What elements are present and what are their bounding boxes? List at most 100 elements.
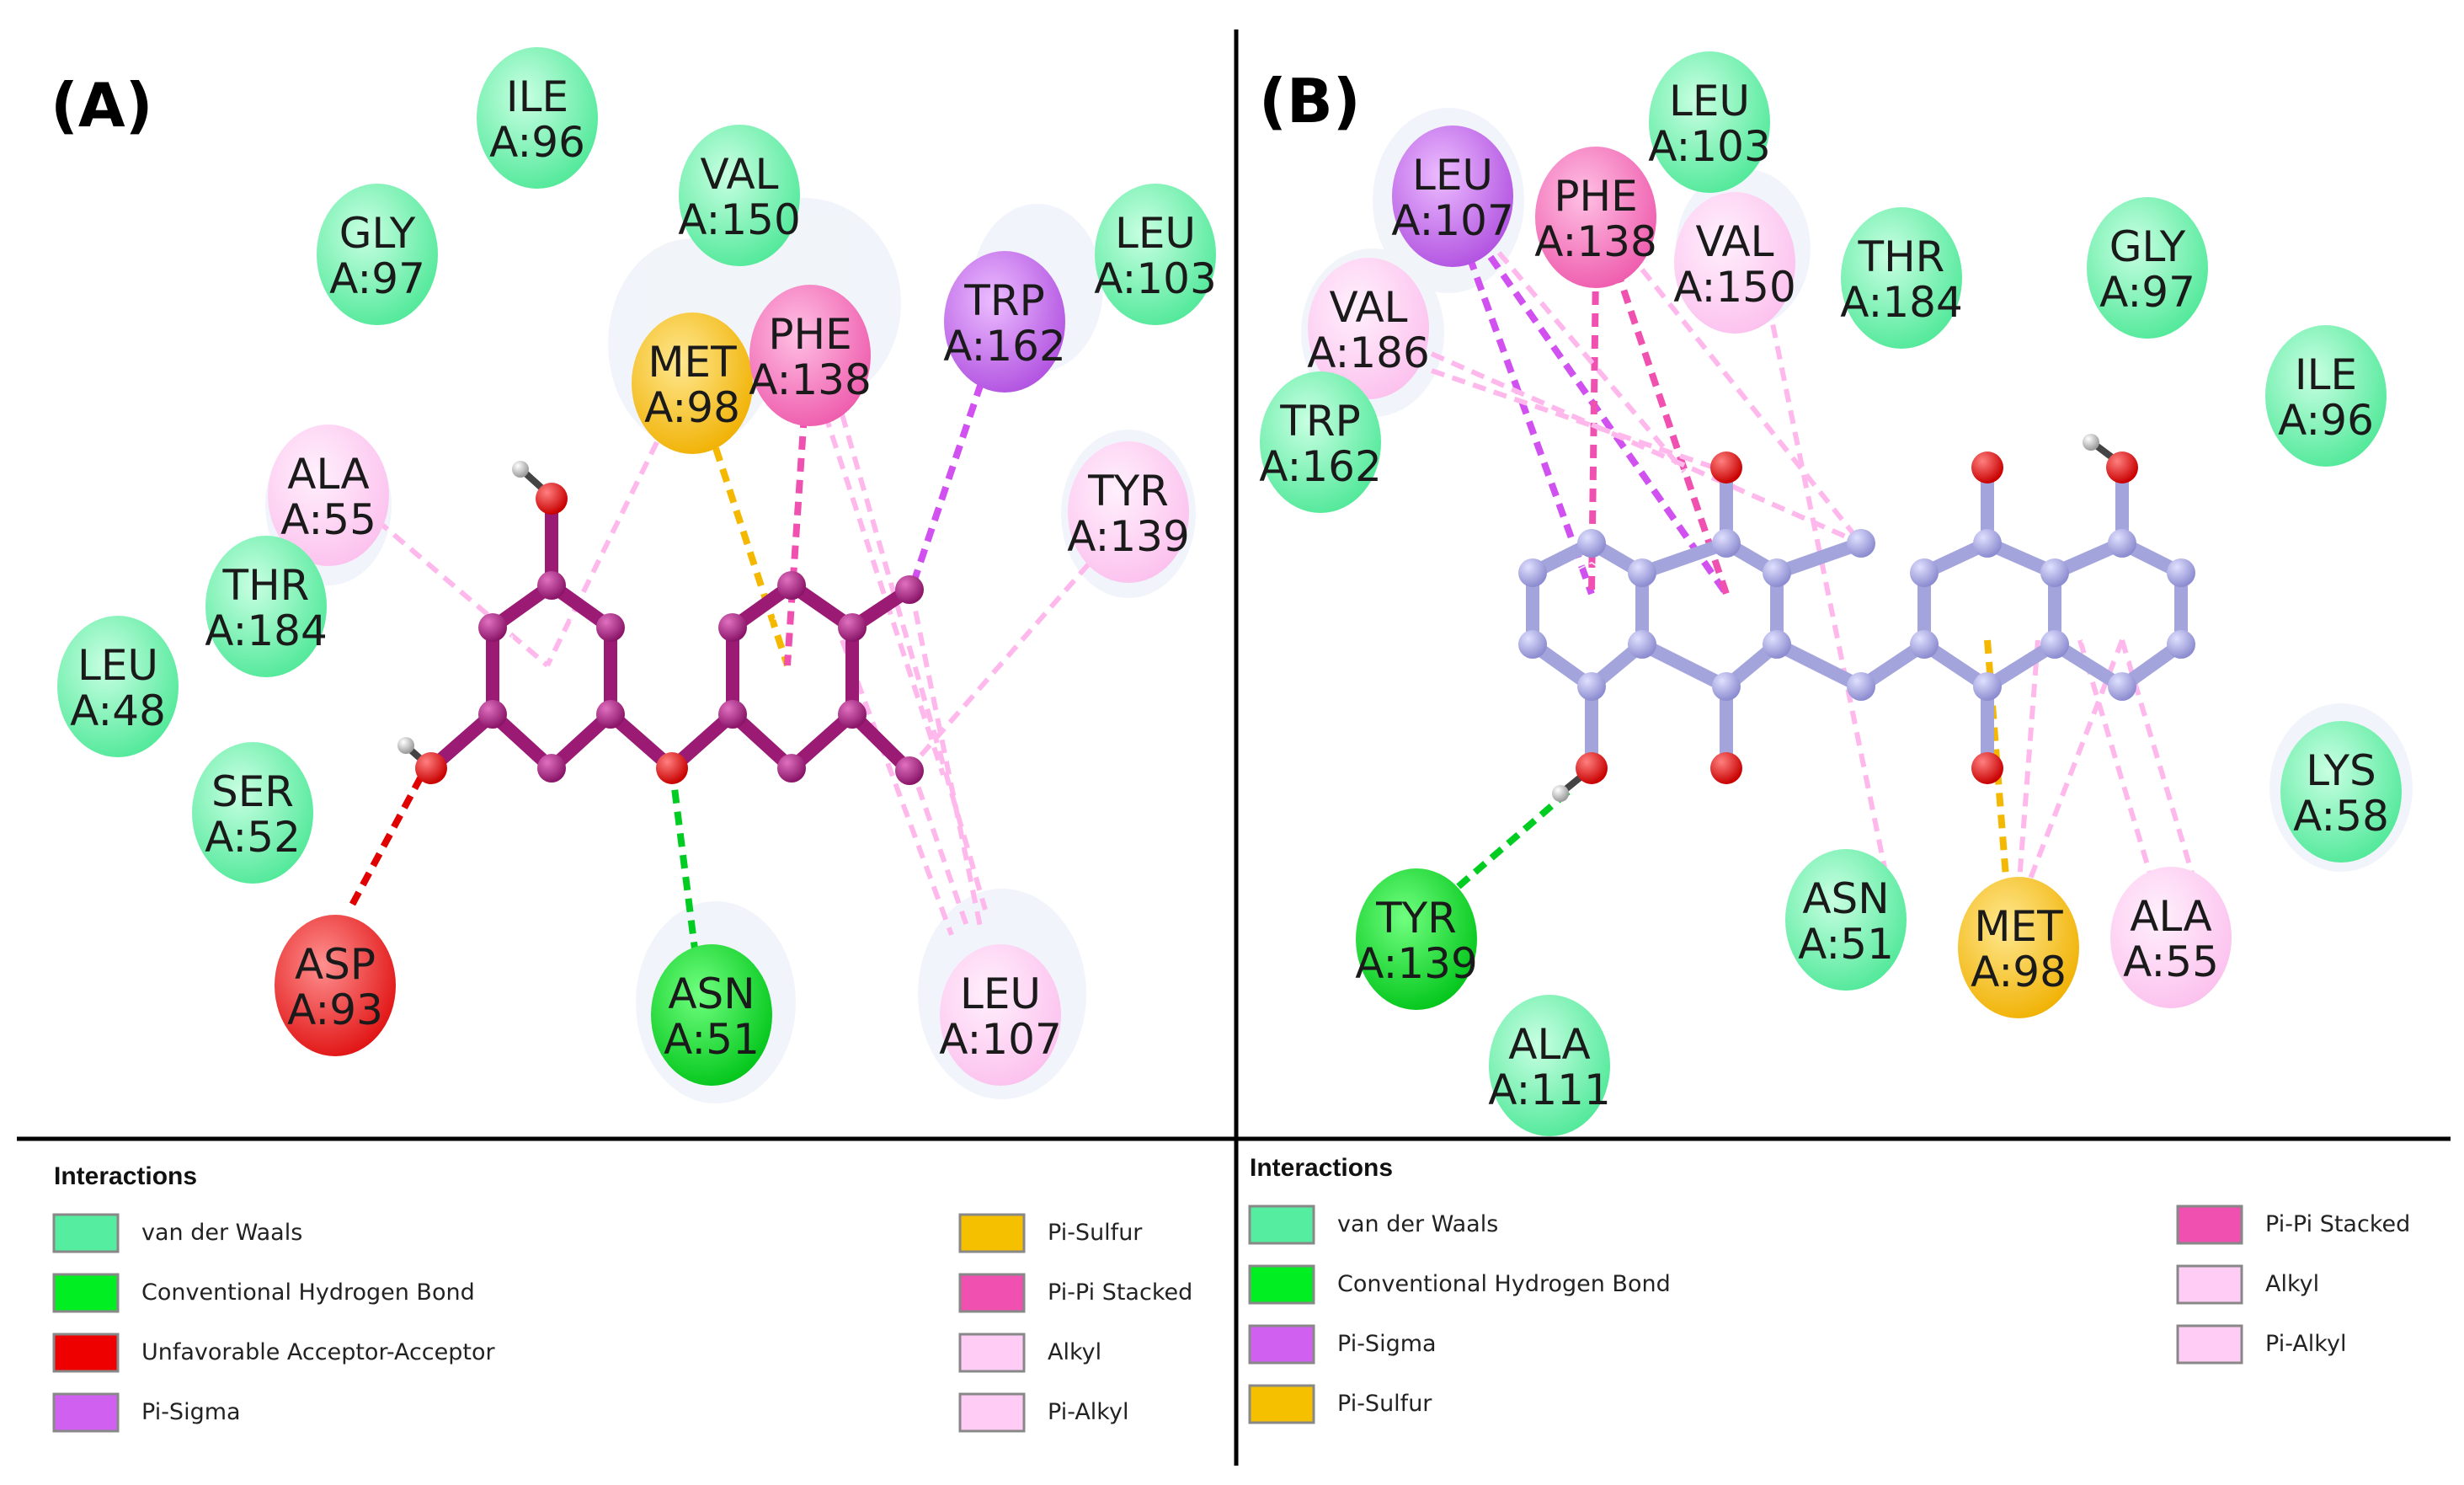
residue-id: A:162	[1259, 442, 1382, 491]
ligand-a	[397, 461, 924, 785]
interaction-lines-b	[1429, 251, 2200, 916]
legend-item: Conventional Hydrogen Bond	[52, 1273, 475, 1313]
residue-id: A:138	[749, 355, 872, 404]
legend-item: Pi-Alkyl	[2176, 1324, 2346, 1365]
residue-disc	[477, 47, 598, 189]
frame	[17, 29, 2451, 1466]
panel-a-label: (A)	[51, 70, 153, 141]
residue-id: A:150	[1673, 263, 1796, 312]
residue-id: A:184	[205, 606, 328, 655]
interaction-lines-a	[346, 382, 1106, 970]
residue-disc	[1674, 192, 1795, 334]
legend-item: van der Waals	[1248, 1205, 1498, 1245]
legend-item: Pi-Pi Stacked	[958, 1273, 1192, 1313]
legend-label: Pi-Sulfur	[1048, 1220, 1143, 1246]
residue-disc	[1356, 868, 1477, 1010]
residue-id: A:52	[205, 813, 301, 862]
legend-label: van der Waals	[141, 1220, 302, 1246]
legend-label: Pi-Alkyl	[2265, 1331, 2346, 1357]
residue-name: VAL	[1695, 217, 1773, 266]
residue-disc	[57, 616, 179, 757]
legend-swatch	[52, 1273, 120, 1313]
residue-disc	[1095, 184, 1216, 325]
residue-id: A:150	[678, 195, 801, 244]
residue-id: A:98	[1971, 948, 2067, 996]
residue-id: A:55	[2123, 937, 2219, 986]
residue-id: A:96	[489, 118, 585, 167]
legend-swatch	[1248, 1205, 1315, 1245]
legend-label: Pi-Pi Stacked	[2265, 1211, 2410, 1237]
legend-swatch	[1248, 1384, 1315, 1424]
legend-swatch	[958, 1273, 1026, 1313]
residue-disc	[1535, 147, 1656, 288]
residue-disc	[1308, 258, 1429, 399]
residue-name: VAL	[1329, 283, 1407, 332]
residue-disc	[679, 125, 800, 266]
legend-item: Alkyl	[2176, 1264, 2319, 1305]
legend-label: Conventional Hydrogen Bond	[1337, 1271, 1671, 1297]
residue-disc	[1958, 877, 2079, 1018]
residue-id: A:96	[2278, 396, 2374, 445]
residue-disc	[205, 536, 327, 677]
residue-name: ASP	[295, 940, 376, 989]
atoms-b	[1518, 451, 2195, 784]
residue-id: A:103	[1648, 122, 1771, 171]
residue-disc	[275, 915, 396, 1056]
legend-swatch	[958, 1213, 1026, 1253]
residue-disc	[1785, 849, 1907, 991]
residue-name: LEU	[77, 641, 158, 690]
legend-label: van der Waals	[1337, 1211, 1498, 1237]
residue-id: A:186	[1307, 329, 1430, 377]
residue-id: A:139	[1355, 939, 1478, 988]
legend-item: Conventional Hydrogen Bond	[1248, 1264, 1671, 1305]
residue-name: PHE	[768, 310, 851, 359]
legend-item: Pi-Sulfur	[958, 1213, 1143, 1253]
residue-disc	[632, 312, 753, 454]
residue-id: A:93	[287, 986, 383, 1034]
legend-swatch	[52, 1392, 120, 1433]
residue-name: ASN	[668, 970, 755, 1018]
legend-label: Pi-Sigma	[141, 1399, 241, 1425]
residue-id: A:103	[1094, 254, 1217, 303]
residue-name: TYR	[1375, 894, 1457, 943]
legend-item: Unfavorable Acceptor-Acceptor	[52, 1333, 496, 1373]
legend-item: Alkyl	[958, 1333, 1101, 1373]
residue-name: ASN	[1802, 874, 1889, 923]
residue-disc	[651, 944, 772, 1086]
residue-name: LEU	[960, 970, 1041, 1018]
legend-swatch	[2176, 1205, 2243, 1245]
residue-id: A:107	[1391, 196, 1514, 245]
legend-item: Pi-Sulfur	[1248, 1384, 1432, 1424]
residue-disc	[1260, 371, 1381, 513]
legend-item: Pi-Sigma	[1248, 1324, 1437, 1365]
legend-label: Conventional Hydrogen Bond	[141, 1279, 475, 1306]
residue-name: MET	[648, 338, 737, 387]
residue-name: ILE	[2295, 350, 2357, 399]
residue-disc	[317, 184, 438, 325]
residue-name: ALA	[287, 450, 369, 499]
residue-disc	[2280, 721, 2402, 863]
